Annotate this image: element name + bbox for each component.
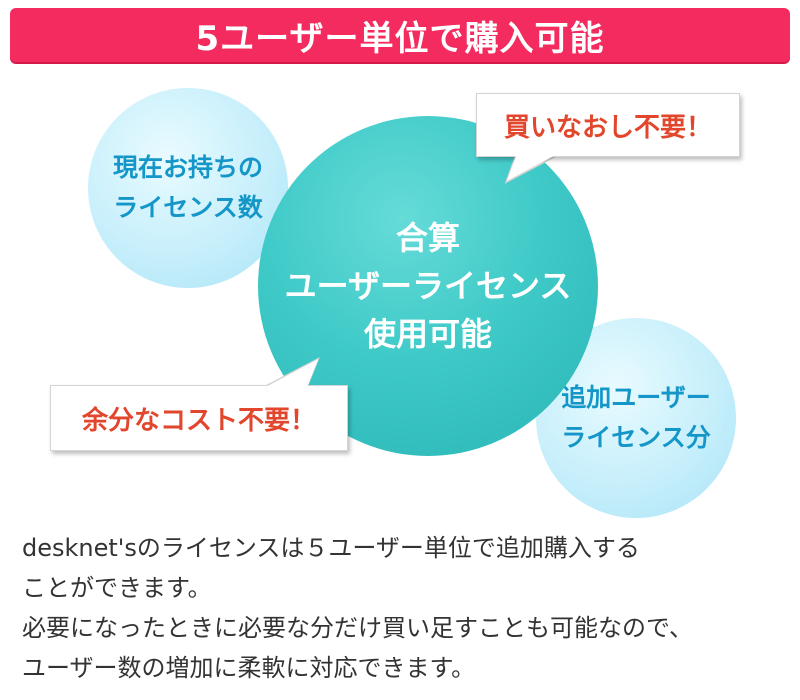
- additional-licenses-line-2: ライセンス分: [561, 423, 711, 452]
- description-text: desknet'sのライセンスは５ユーザー単位で追加購入する ことができます。 …: [22, 528, 782, 688]
- additional-licenses-line-1: 追加ユーザー: [561, 383, 711, 412]
- current-licenses-line-2: ライセンス数: [113, 193, 263, 222]
- callout-no-extra-cost-text: 余分なコスト不要！: [81, 405, 316, 436]
- combined-licenses-line-3: 使用可能: [363, 315, 492, 353]
- description-line-1: desknet'sのライセンスは５ユーザー単位で追加購入する: [22, 534, 640, 562]
- callout-no-rebuy-text: 買いなおし不要！: [503, 112, 712, 143]
- current-licenses-line-1: 現在お持ちの: [112, 153, 263, 182]
- combined-licenses-line-1: 合算: [395, 219, 460, 257]
- banner-title: 5ユーザー単位で購入可能: [195, 18, 605, 59]
- description-line-3: 必要になったときに必要な分だけ買い足すことも可能なので、: [22, 614, 694, 642]
- callout-no-extra-cost: 余分なコスト不要！: [50, 385, 348, 451]
- header-banner: 5ユーザー単位で購入可能: [10, 8, 790, 62]
- callout-no-rebuy: 買いなおし不要！: [476, 93, 740, 157]
- description-line-4: ユーザー数の増加に柔軟に対応できます。: [22, 654, 476, 682]
- current-licenses-circle: 現在お持ちの ライセンス数: [88, 88, 288, 288]
- description-line-2: ことができます。: [22, 574, 212, 602]
- combined-licenses-line-2: ユーザーライセンス: [284, 267, 572, 305]
